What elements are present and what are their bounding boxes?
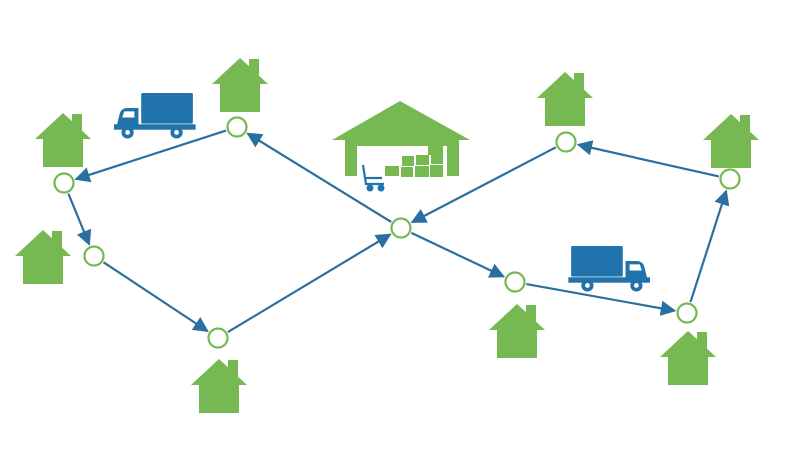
truck-left: [114, 93, 196, 139]
route-arrow-hub-to-r1: [410, 231, 506, 278]
route-arrow-l1-to-l2: [74, 129, 227, 183]
route-node-r2: [676, 302, 698, 324]
route-node-r4: [555, 131, 577, 153]
box-stack-icon: [385, 145, 443, 177]
route-arrow-r3-to-r4: [576, 140, 720, 178]
route-arrow-hub-to-l1: [246, 132, 392, 223]
house-top-right: [537, 72, 593, 126]
house-bottom-right-1: [489, 304, 545, 358]
route-edges: [67, 129, 730, 334]
truck-right: [568, 246, 650, 292]
route-arrow-l3-to-l4: [102, 261, 209, 333]
hand-truck-icon: [361, 164, 385, 192]
route-arrow-l2-to-l3: [67, 193, 92, 246]
route-arrow-l4-to-hub: [227, 233, 392, 334]
route-arrow-r4-to-hub: [410, 146, 557, 224]
route-node-r1: [504, 271, 526, 293]
route-node-hub: [390, 217, 412, 239]
route-node-l1: [226, 116, 248, 138]
house-top-left: [212, 58, 268, 112]
house-bottom-right-2: [660, 331, 716, 385]
house-bottom-left: [191, 359, 247, 413]
house-left-lower: [15, 230, 71, 284]
house-far-right: [703, 114, 759, 168]
route-nodes: [53, 116, 741, 349]
house-left-upper: [35, 113, 91, 167]
warehouse-icon: [332, 101, 470, 192]
route-node-r3: [719, 168, 741, 190]
route-node-l4: [207, 327, 229, 349]
route-arrow-r2-to-r3: [689, 189, 730, 303]
route-arrow-r1-to-r2: [526, 282, 677, 316]
route-node-l3: [83, 245, 105, 267]
route-node-l2: [53, 172, 75, 194]
